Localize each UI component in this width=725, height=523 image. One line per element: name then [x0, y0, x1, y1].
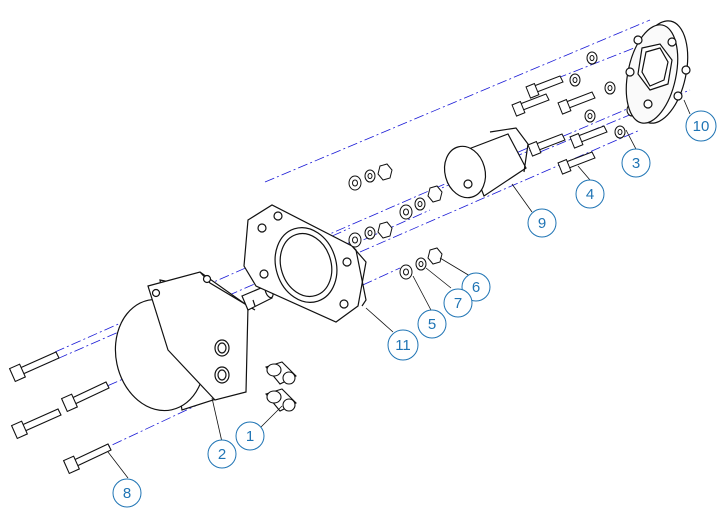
- balloon-6-label: 6: [472, 279, 480, 296]
- balloon-3: 3: [621, 148, 651, 178]
- bolts-items-3-4: [511, 51, 638, 175]
- gasket-plate-item-11: [243, 204, 367, 323]
- hub-flange-item-10: [625, 20, 691, 124]
- balloon-5-label: 5: [428, 316, 436, 333]
- balloon-7: 7: [443, 288, 473, 318]
- balloon-11-label: 11: [395, 337, 411, 354]
- coupling-item-9: [443, 127, 529, 199]
- balloon-9-label: 9: [538, 215, 546, 232]
- washers-nuts: [348, 163, 443, 280]
- balloon-8: 8: [112, 478, 142, 508]
- balloon-2: 2: [207, 439, 237, 469]
- balloon-4: 4: [575, 179, 605, 209]
- balloon-2-label: 2: [218, 446, 226, 463]
- balloon-10-label: 10: [693, 118, 710, 135]
- balloon-5: 5: [417, 309, 447, 339]
- balloon-1: 1: [235, 421, 265, 451]
- balloon-9: 9: [527, 208, 557, 238]
- balloon-10: 10: [685, 110, 717, 142]
- balloon-8-label: 8: [123, 485, 131, 502]
- bolts-item-8: [8, 351, 112, 475]
- balloon-3-label: 3: [632, 155, 640, 172]
- balloon-1-label: 1: [246, 428, 254, 445]
- balloon-4-label: 4: [586, 186, 594, 203]
- leaders: [107, 99, 691, 479]
- hydraulic-motor: [114, 271, 274, 412]
- fittings-item-1: [265, 361, 297, 412]
- balloon-7-label: 7: [454, 295, 462, 312]
- balloon-11: 11: [387, 329, 419, 361]
